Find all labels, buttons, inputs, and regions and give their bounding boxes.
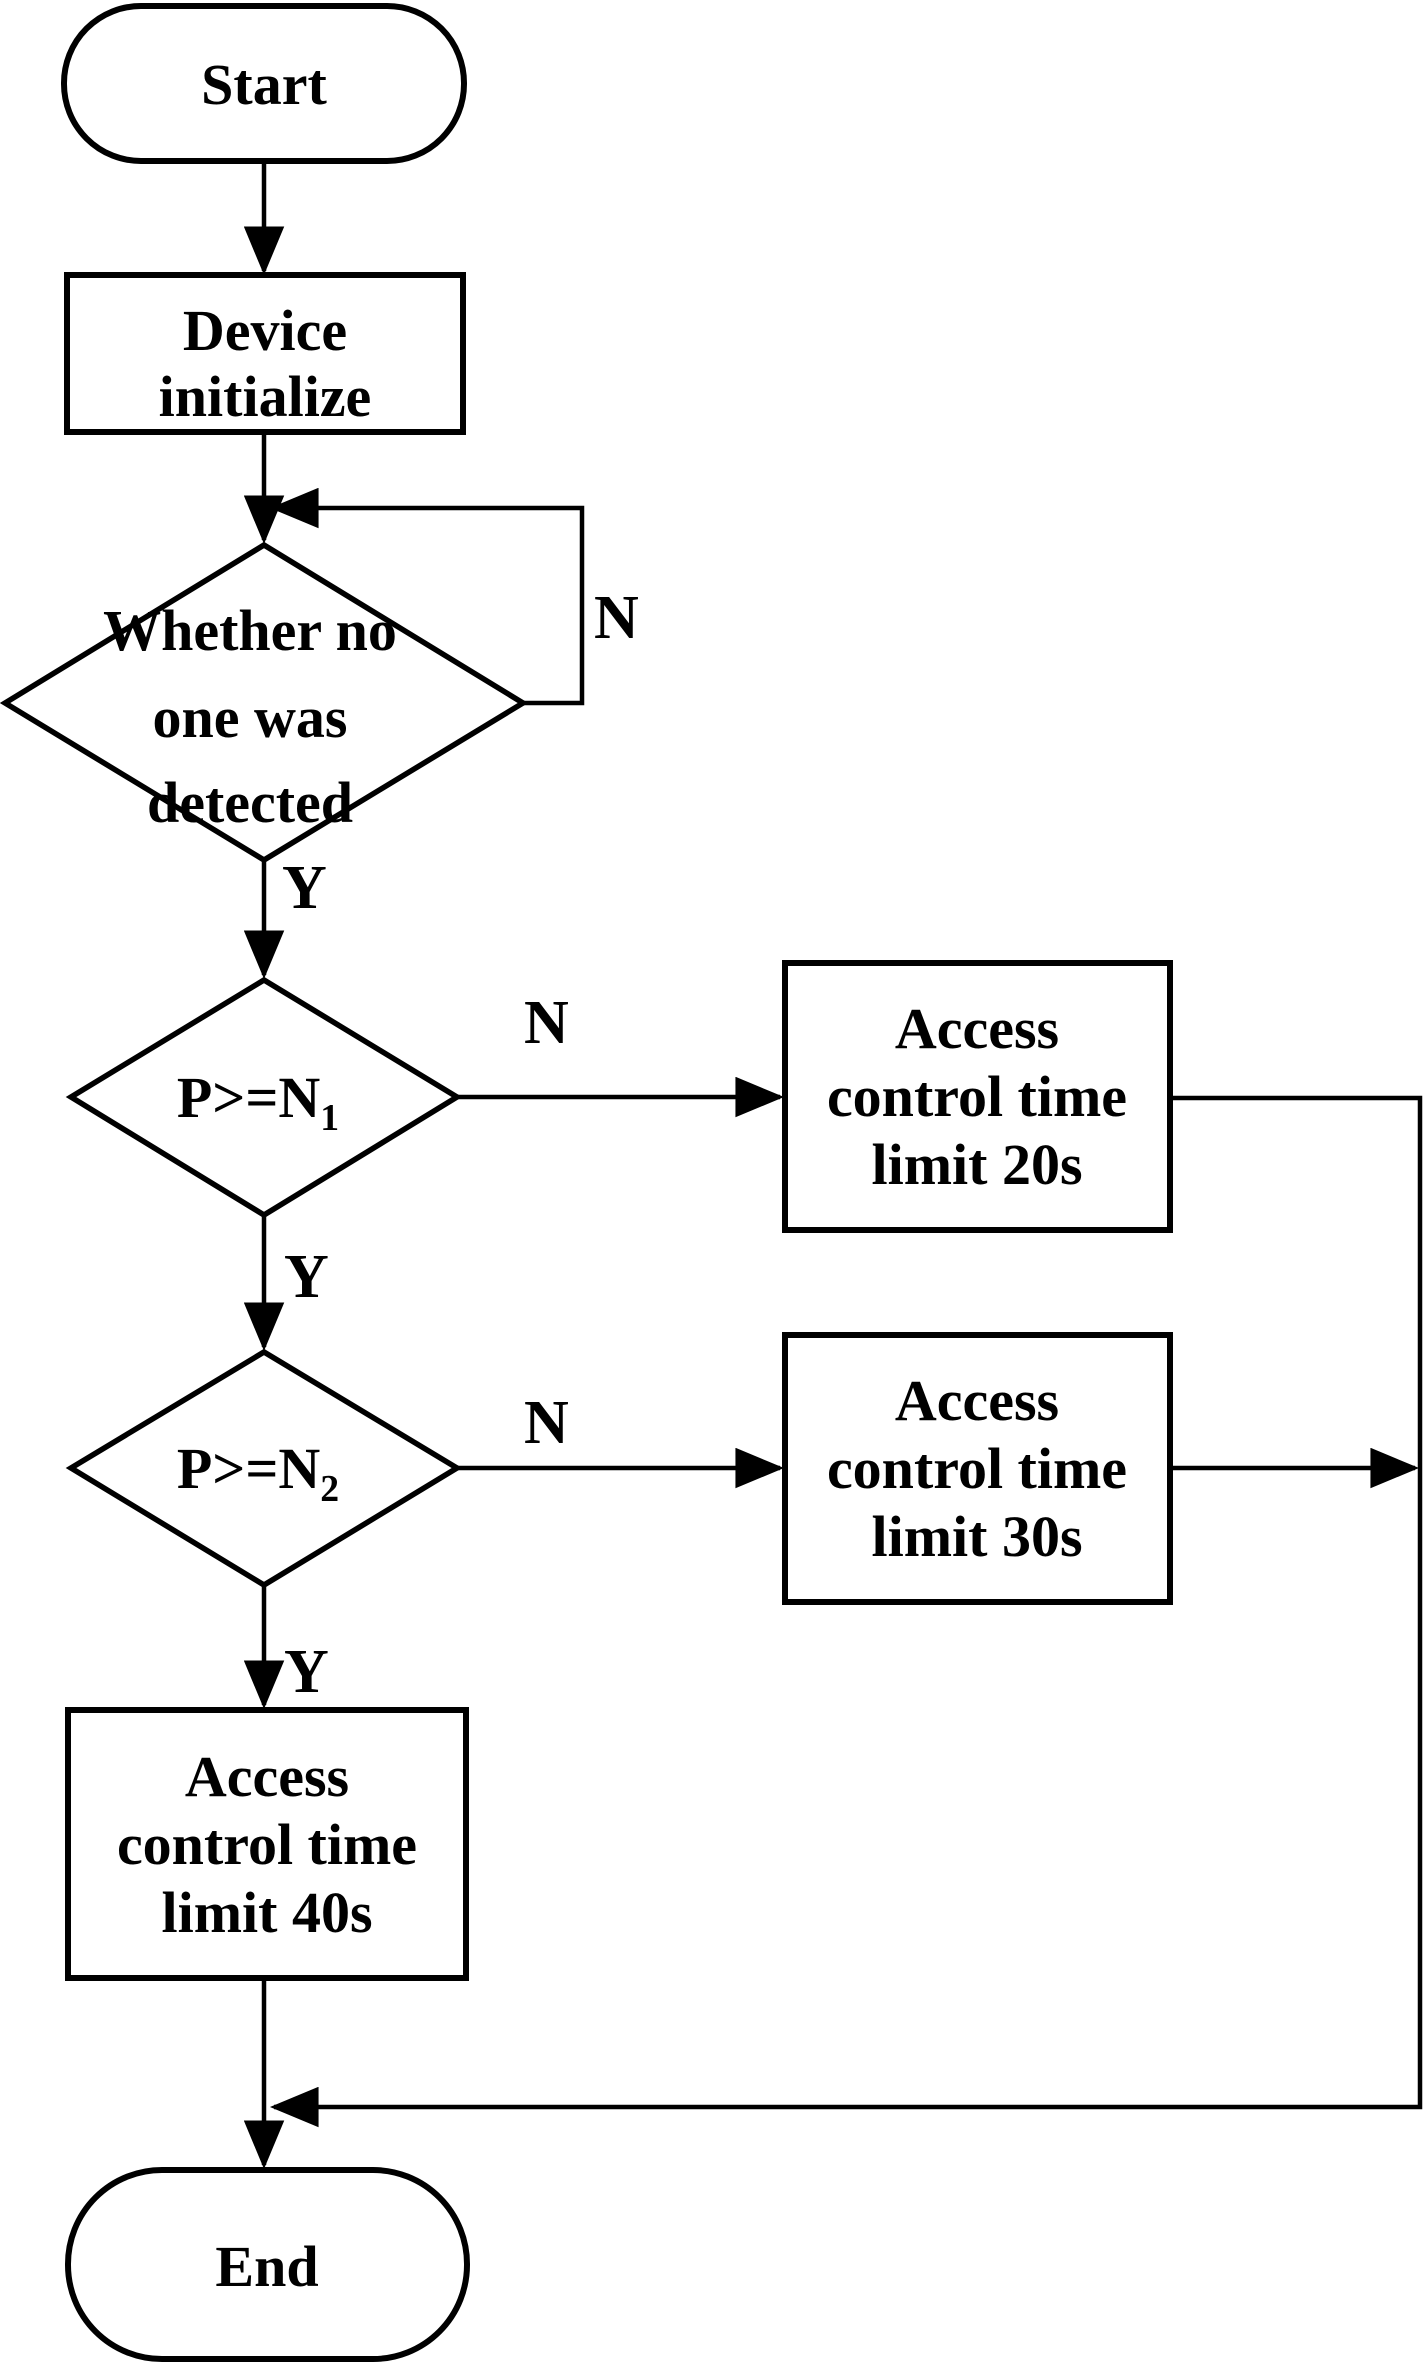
- device-initialize-label-line2: initialize: [159, 364, 372, 429]
- limit40-label-line2: control time: [117, 1812, 417, 1877]
- presence-label-line2: one was: [153, 685, 348, 750]
- presence-no-label: N: [594, 584, 639, 652]
- device-initialize-process: [64, 272, 466, 435]
- end-label: End: [215, 2234, 318, 2299]
- n2-decision-label-sub: 2: [320, 1468, 339, 1510]
- n1-decision-label-main: P>=N: [177, 1065, 321, 1130]
- limit40-label-line3: limit 40s: [161, 1880, 372, 1945]
- limit20-label-line1: Access: [895, 996, 1059, 1061]
- presence-yes-label: Y: [282, 854, 327, 922]
- presence-label-line3: detected: [147, 770, 353, 835]
- presence-label-line1: Whether no: [103, 598, 397, 663]
- limit20-label-line3: limit 20s: [871, 1132, 1082, 1197]
- n1-decision-label: P>=N1: [177, 1065, 339, 1139]
- n2-decision-label-main: P>=N: [177, 1436, 321, 1501]
- n1-no-label: N: [524, 989, 569, 1057]
- start-label: Start: [201, 52, 327, 117]
- edge-limit20-to-merge: [269, 1095, 1423, 2128]
- n2-decision-label: P>=N2: [177, 1436, 339, 1510]
- n2-yes-label: Y: [284, 1638, 329, 1706]
- n1-yes-label: Y: [284, 1243, 329, 1311]
- limit30-process: [782, 1332, 1173, 1605]
- limit40-label-line1: Access: [185, 1744, 349, 1809]
- device-initialize-label-line1: Device: [183, 298, 347, 363]
- edge-presence-no-loop: [269, 487, 585, 706]
- limit30-label-line2: control time: [827, 1436, 1127, 1501]
- end-terminator: [65, 2167, 470, 2362]
- n2-no-label: N: [524, 1389, 569, 1457]
- limit30-label-line3: limit 30s: [871, 1504, 1082, 1569]
- limit40-process: [65, 1707, 469, 1981]
- limit20-label-line2: control time: [827, 1064, 1127, 1129]
- limit20-process: [782, 960, 1173, 1233]
- limit30-label-line1: Access: [895, 1368, 1059, 1433]
- n1-decision-label-sub: 1: [320, 1097, 339, 1139]
